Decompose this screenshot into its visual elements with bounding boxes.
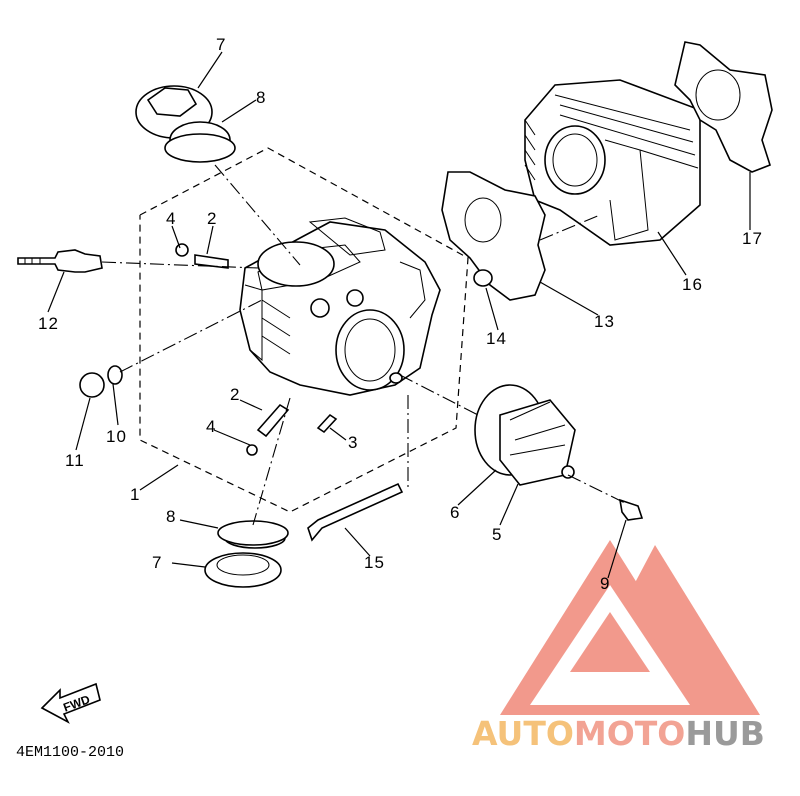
callout-5: 5 xyxy=(492,525,502,544)
drawing-code: 4EM1100-2010 xyxy=(16,744,124,761)
callout-15: 15 xyxy=(364,553,385,572)
stud-bolt-lower xyxy=(256,403,290,438)
svg-text:AUTOMOTOHUB: AUTOMOTOHUB xyxy=(472,714,765,753)
leader-lines xyxy=(47,51,751,579)
callout-4-top: 4 xyxy=(166,209,176,228)
callout-8-bottom: 8 xyxy=(166,507,176,526)
watermark-auto: AUTO xyxy=(472,714,574,753)
stud-bolt-upper xyxy=(194,254,229,269)
callout-10: 10 xyxy=(106,427,127,446)
callout-7-top: 7 xyxy=(216,35,226,54)
callout-7-bottom: 7 xyxy=(152,553,162,572)
callout-labels: 7 8 4 2 12 11 10 2 4 3 1 8 7 15 6 5 9 14… xyxy=(38,35,763,593)
callout-4-bottom: 4 xyxy=(206,417,216,436)
stud-bolt-3 xyxy=(316,413,338,434)
connector-lines xyxy=(101,164,626,526)
cylinder xyxy=(524,79,701,246)
side-cover-bolt xyxy=(618,498,644,521)
callout-9: 9 xyxy=(600,574,610,593)
watermark-logo xyxy=(500,540,760,715)
spark-plug xyxy=(17,249,103,273)
long-bolt xyxy=(307,482,404,542)
watermark-hub: HUB xyxy=(685,714,765,753)
cylinder-head xyxy=(239,217,441,396)
o-ring-top xyxy=(164,133,236,163)
callout-6: 6 xyxy=(450,503,460,522)
drain-plug xyxy=(79,372,105,398)
assembly-outline xyxy=(139,147,469,513)
callout-16: 16 xyxy=(682,275,703,294)
cylinder-head-gasket xyxy=(441,171,546,301)
watermark-moto: MOTO xyxy=(574,714,685,753)
cylinder-base-gasket xyxy=(674,41,773,173)
o-ring-bottom xyxy=(217,520,289,546)
callout-8-top: 8 xyxy=(256,88,266,107)
dowel-pin xyxy=(473,269,493,287)
sealing-washer xyxy=(107,365,123,385)
callout-2-bottom: 2 xyxy=(230,385,240,404)
callout-1: 1 xyxy=(130,485,140,504)
callout-14: 14 xyxy=(486,329,507,348)
callout-11: 11 xyxy=(65,451,85,470)
callout-12: 12 xyxy=(38,314,59,333)
callout-3: 3 xyxy=(348,433,358,452)
callout-2-top: 2 xyxy=(207,209,217,228)
side-cover xyxy=(474,384,576,486)
callout-13: 13 xyxy=(594,312,615,331)
watermark-text: AUTOMOTOHUB xyxy=(472,714,765,753)
callout-17: 17 xyxy=(742,229,763,248)
fwd-arrow-icon: FWD xyxy=(40,682,101,724)
